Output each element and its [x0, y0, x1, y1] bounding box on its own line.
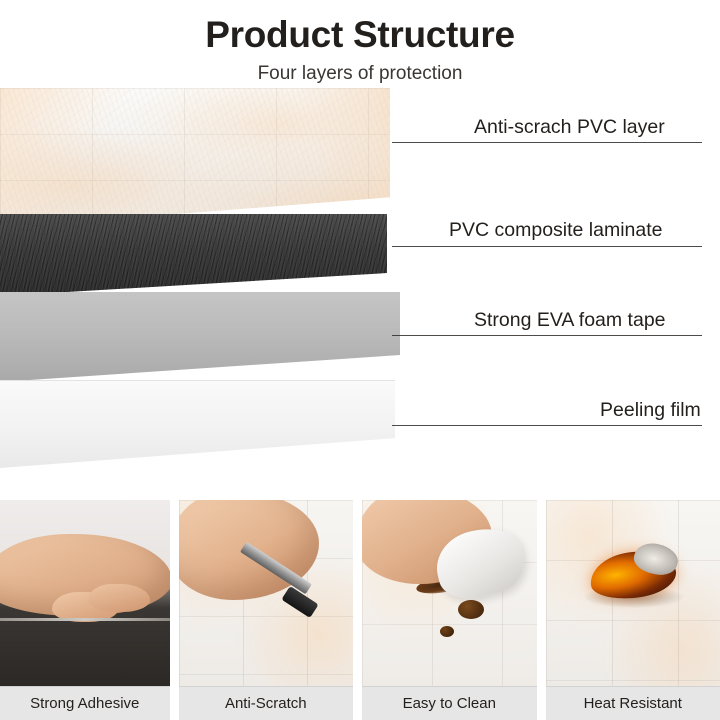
- callout-label: Peeling film: [600, 399, 701, 421]
- callout-label: Anti-scrach PVC layer: [474, 116, 665, 138]
- finger-shape: [88, 584, 150, 612]
- leader-line: [392, 246, 702, 247]
- leader-line: [392, 425, 702, 426]
- layer-peeling-film: [0, 380, 395, 468]
- layer-anti-scratch-pvc: [0, 88, 390, 228]
- stone-texture-overlay: [0, 88, 390, 228]
- feature-strip: Strong Adhesive Anti-Scratch Easy to Cle…: [0, 500, 720, 720]
- leader-line: [392, 142, 702, 143]
- page-title: Product Structure: [205, 14, 515, 55]
- sauce-drop: [458, 600, 485, 619]
- layer-stack-diagram: Anti-scrach PVC layer PVC composite lami…: [0, 88, 720, 488]
- layer-eva-foam-tape: [0, 292, 400, 382]
- leader-line: [392, 335, 702, 336]
- sauce-drop: [440, 626, 455, 637]
- feature-caption: Strong Adhesive: [0, 686, 170, 720]
- feature-card-anti-scratch: Anti-Scratch: [178, 500, 354, 720]
- page-subtitle: Four layers of protection: [257, 63, 463, 84]
- layer-pvc-composite-laminate: [0, 214, 387, 296]
- photo-ember-on-tile: [545, 500, 720, 686]
- feature-card-heat-resistant: Heat Resistant: [545, 500, 720, 720]
- photo-wiping-spill: [362, 500, 537, 686]
- callout-label: Strong EVA foam tape: [474, 309, 666, 331]
- feature-card-strong-adhesive: Strong Adhesive: [0, 500, 170, 720]
- header: Product Structure Four layers of protect…: [0, 0, 720, 85]
- callout-label: PVC composite laminate: [449, 219, 663, 241]
- feature-caption: Easy to Clean: [362, 686, 537, 720]
- feature-card-easy-to-clean: Easy to Clean: [362, 500, 537, 720]
- feature-caption: Anti-Scratch: [178, 686, 354, 720]
- plank-edge: [0, 618, 170, 621]
- feature-caption: Heat Resistant: [545, 686, 720, 720]
- photo-hand-pressing-plank: [0, 500, 170, 686]
- photo-knife-scratching-tile: [178, 500, 354, 686]
